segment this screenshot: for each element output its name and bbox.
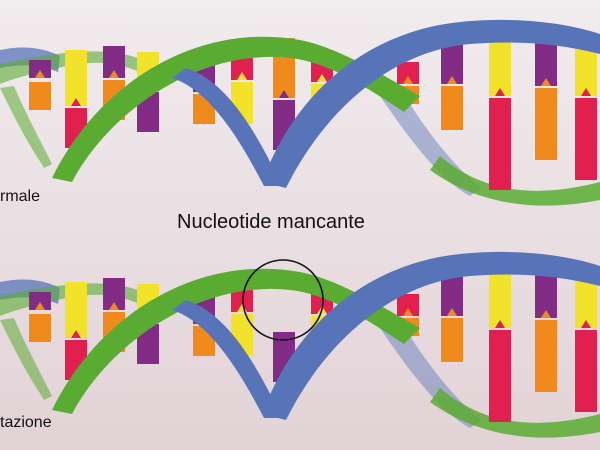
- strand-green-segment: [0, 318, 52, 400]
- base-top-1: [65, 50, 87, 106]
- base-top-12: [575, 276, 597, 328]
- base-joint-1: [71, 330, 81, 338]
- base-joint-9: [447, 308, 457, 316]
- strand-blue-ribbon: [262, 19, 600, 188]
- strand-blue-ribbon: [262, 251, 600, 420]
- base-joint-10: [495, 320, 505, 328]
- base-bottom-10: [489, 98, 511, 190]
- base-joint-0: [35, 70, 45, 78]
- strand-green-ribbon: [52, 268, 420, 414]
- base-joint-11: [541, 78, 551, 86]
- strand-blue-ribbon: [172, 68, 282, 186]
- strand-green-segment: [0, 51, 172, 84]
- strand-green-segment: [0, 283, 172, 316]
- strand-green-segment: [0, 86, 52, 168]
- base-top-2: [103, 278, 125, 310]
- base-bottom-0: [29, 314, 51, 342]
- base-top-8: [397, 62, 419, 84]
- missing-nucleotide-circle: [242, 259, 324, 341]
- base-top-8: [397, 294, 419, 316]
- base-joint-0: [35, 302, 45, 310]
- base-joint-11: [541, 310, 551, 318]
- strand-green-segment: [430, 156, 600, 206]
- base-bottom-0: [29, 82, 51, 110]
- base-bottom-11: [535, 320, 557, 392]
- base-bottom-11: [535, 88, 557, 160]
- base-top-2: [103, 46, 125, 78]
- base-bottom-12: [575, 330, 597, 412]
- label-mutation: tazione: [0, 414, 52, 431]
- base-joint-1: [71, 98, 81, 106]
- base-joint-9: [447, 76, 457, 84]
- base-bottom-3: [137, 92, 159, 132]
- strand-green-segment: [430, 388, 600, 438]
- label-normal: rmale: [0, 188, 41, 205]
- base-joint-5: [237, 72, 247, 80]
- base-bottom-3: [137, 324, 159, 364]
- base-top-0: [29, 60, 51, 78]
- base-joint-7: [317, 74, 327, 82]
- base-joint-6: [279, 90, 289, 98]
- base-top-0: [29, 292, 51, 310]
- base-joint-12: [581, 320, 591, 328]
- base-top-10: [489, 258, 511, 328]
- base-bottom-12: [575, 98, 597, 180]
- base-top-12: [575, 44, 597, 96]
- strand-green-ribbon: [52, 36, 420, 182]
- base-joint-12: [581, 88, 591, 96]
- base-bottom-9: [441, 86, 463, 130]
- base-top-1: [65, 282, 87, 338]
- strand-blue-ribbon: [172, 300, 282, 418]
- base-top-10: [489, 26, 511, 96]
- base-joint-8: [403, 76, 413, 84]
- base-bottom-10: [489, 330, 511, 422]
- base-joint-8: [403, 308, 413, 316]
- base-bottom-9: [441, 318, 463, 362]
- base-joint-2: [109, 302, 119, 310]
- helix-mutated: [0, 251, 600, 438]
- label-missing-nucleotide: Nucleotide mancante: [177, 211, 365, 233]
- base-joint-10: [495, 88, 505, 96]
- base-joint-2: [109, 70, 119, 78]
- helix-normal: [0, 19, 600, 206]
